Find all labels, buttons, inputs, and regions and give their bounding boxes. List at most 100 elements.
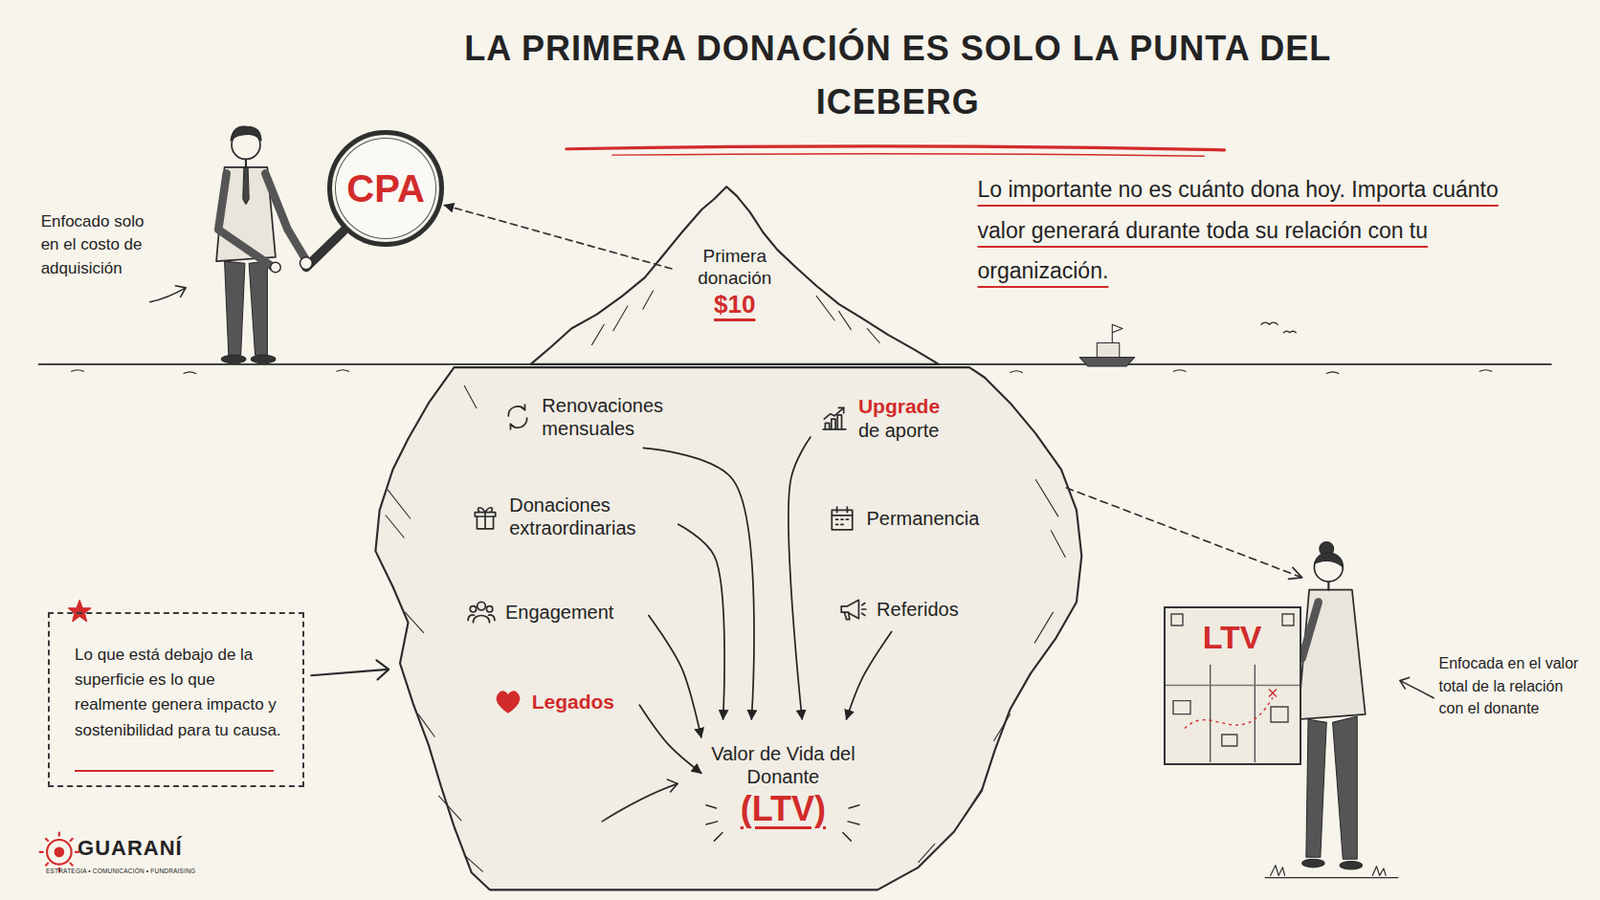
woman-figure xyxy=(1339,861,1362,870)
boat xyxy=(1079,324,1135,367)
item-icon-stroke xyxy=(496,692,519,714)
item-icon-stroke xyxy=(484,512,487,530)
iceberg-tip: Primera donación$10 xyxy=(675,236,795,329)
woman-figure xyxy=(1306,719,1327,858)
woman-figure xyxy=(1333,716,1358,860)
item-icon xyxy=(470,502,500,532)
boat xyxy=(1111,324,1123,343)
connector-arrow xyxy=(639,705,701,774)
map-line xyxy=(1209,665,1211,763)
item-icon-stroke xyxy=(837,507,848,512)
brand-tagline: ESTRATEGIA • COMUNICACIÓN • FUNDRAISING xyxy=(45,867,196,876)
item-text-column: Legados xyxy=(532,689,631,714)
item-text-column: Renovaciones mensuales xyxy=(541,394,687,441)
node-text: $10 xyxy=(713,289,756,320)
map-line xyxy=(1253,665,1255,763)
iceberg-item: Donaciones extraordinarias xyxy=(465,489,675,544)
item-icon xyxy=(827,504,857,534)
map-line xyxy=(1221,734,1237,747)
birds xyxy=(1283,331,1296,334)
leader-arrow xyxy=(150,286,1434,823)
man-figure xyxy=(244,158,247,168)
brand-emblem xyxy=(54,847,65,858)
item-icon-stroke xyxy=(477,601,487,611)
node-text: Donaciones extraordinarias xyxy=(509,493,669,540)
brand-emblem xyxy=(46,840,72,866)
item-text-column: Permanencia xyxy=(866,507,1005,531)
connector-arrow xyxy=(648,615,702,738)
ltv-map: LTV xyxy=(1163,606,1302,765)
annotation: Enfocado solo en el costo de adquisición xyxy=(41,210,146,282)
item-icon xyxy=(838,595,867,624)
map-line xyxy=(1268,689,1277,698)
leader-arrow xyxy=(1400,677,1410,689)
title-underline xyxy=(612,154,1204,156)
woman-figure xyxy=(1302,859,1325,868)
leader-arrow xyxy=(1288,567,1302,579)
item-icon-stroke xyxy=(467,614,495,621)
node-text: Permanencia xyxy=(866,507,1005,531)
item-text-column: Referidos xyxy=(876,598,996,622)
birds xyxy=(1261,322,1296,334)
iceberg-underwater xyxy=(375,367,1082,890)
iceberg-item: Engagement xyxy=(461,594,645,631)
item-icon-stroke xyxy=(831,419,836,430)
man-figure xyxy=(224,261,245,356)
item-icon xyxy=(820,403,849,433)
man-figure xyxy=(250,355,276,364)
iceberg-item: Permanencia xyxy=(822,500,1011,537)
item-icon-stroke xyxy=(837,415,842,430)
node-text: de aporte xyxy=(858,419,978,443)
item-icon-stroke xyxy=(838,407,844,413)
node-text: Valor de Vida del Donante xyxy=(708,742,859,789)
title-text: LA PRIMERA DONACIÓN ES SOLO LA PUNTA DEL… xyxy=(439,22,1358,129)
man-figure xyxy=(216,126,344,364)
iceberg-tip xyxy=(530,186,939,365)
man-figure xyxy=(265,173,307,261)
connector-arrow xyxy=(788,437,811,720)
item-icon-stroke xyxy=(469,605,476,612)
callout-star xyxy=(67,600,90,622)
item-icon-stroke xyxy=(832,513,853,516)
node-text: Upgrade xyxy=(858,394,978,419)
boat xyxy=(1079,356,1135,367)
iceberg-item: Renovaciones mensuales xyxy=(497,390,692,445)
node-text: CPA xyxy=(346,165,424,212)
item-icon-stroke xyxy=(824,422,829,429)
leader-arrow xyxy=(150,288,186,303)
item-icon xyxy=(503,402,533,432)
node-text: (LTV) xyxy=(740,788,826,830)
leader-arrow xyxy=(601,783,678,822)
connector-arrow xyxy=(444,204,671,269)
boat xyxy=(1096,342,1119,357)
callout-box: Lo que está debajo de la superficie es l… xyxy=(47,612,305,788)
item-text-column: Engagement xyxy=(505,600,640,624)
callout-star xyxy=(67,600,90,622)
item-icon xyxy=(466,598,496,627)
item-text-column: Donaciones extraordinarias xyxy=(509,493,669,540)
node-text: Referidos xyxy=(876,598,996,622)
man-figure xyxy=(221,355,246,364)
iceberg-item: Upgradede aporte xyxy=(814,390,983,445)
birds xyxy=(1261,322,1278,325)
node-text: Lo que está debajo de la superficie es l… xyxy=(74,643,284,744)
item-icon xyxy=(493,687,523,716)
node-text: Legados xyxy=(532,689,631,714)
item-icon-stroke xyxy=(832,510,853,530)
node-text: LTV xyxy=(1169,618,1296,658)
map-line xyxy=(1171,614,1183,626)
man-figure xyxy=(300,257,313,270)
item-icon-stroke xyxy=(844,613,850,622)
brand-name: GUARANÍ xyxy=(77,836,183,862)
accent-underline xyxy=(74,770,274,773)
leader-arrow xyxy=(666,779,678,793)
man-figure xyxy=(243,167,249,204)
item-icon-stroke xyxy=(841,600,859,620)
node-text: Engagement xyxy=(505,600,640,624)
leader-arrow xyxy=(376,660,389,680)
title-underline xyxy=(566,146,1225,151)
map-line xyxy=(1173,701,1191,715)
